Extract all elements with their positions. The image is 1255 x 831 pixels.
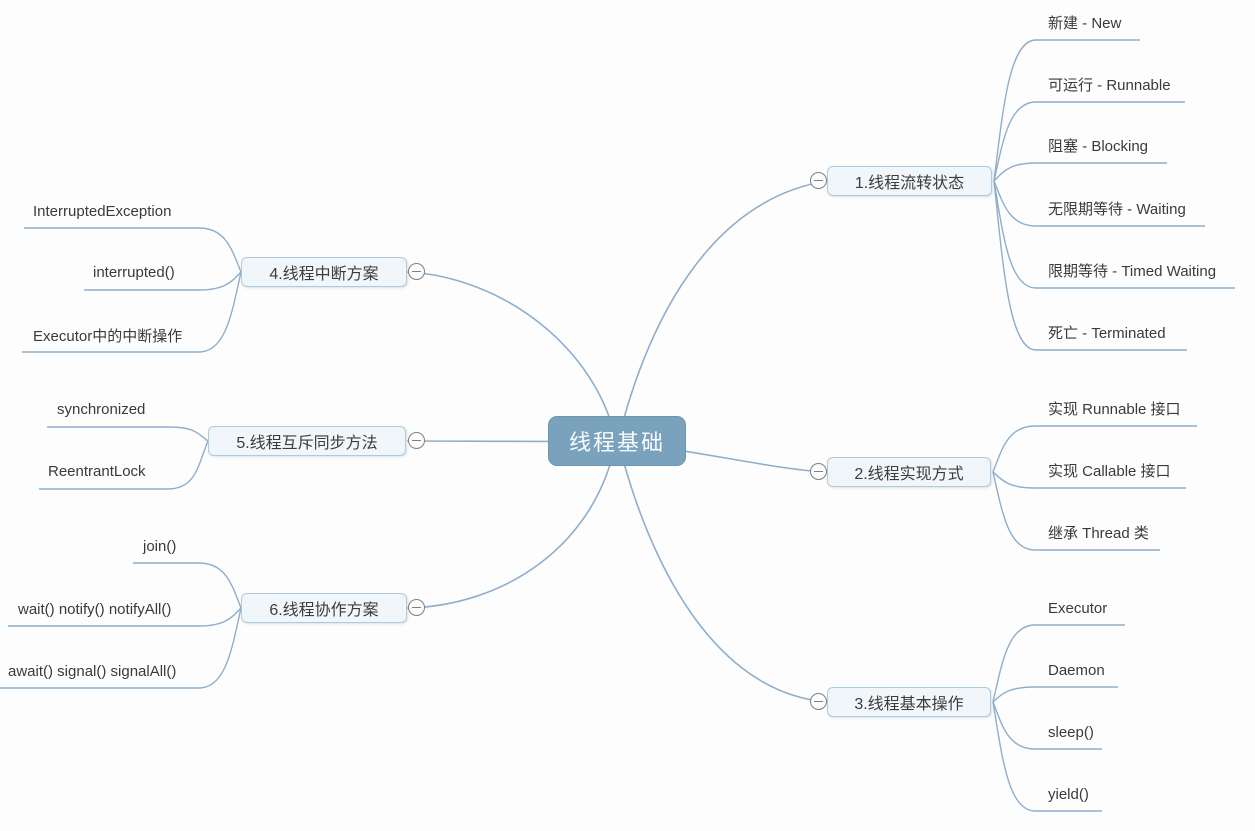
- connector-branch2-extend-thread: [992, 471, 1160, 551]
- connector-branch1-waiting: [993, 180, 1205, 227]
- central-topic[interactable]: 线程基础: [548, 416, 686, 466]
- collapse-minus-icon-branch-1[interactable]: [810, 172, 827, 189]
- collapse-minus-icon-branch-5[interactable]: [408, 432, 425, 449]
- subtopic-await-signal[interactable]: await() signal() signalAll(): [8, 663, 177, 680]
- collapse-minus-icon-branch-2[interactable]: [810, 463, 827, 480]
- connector-branch1-runnable: [993, 101, 1185, 182]
- subtopic-reentrantlock[interactable]: ReentrantLock: [48, 463, 146, 480]
- connector-branch1-terminated: [993, 180, 1187, 351]
- connector-central-branch-6: [406, 440, 617, 609]
- connector-branch1-new: [993, 39, 1140, 182]
- collapse-minus-icon-branch-3[interactable]: [810, 693, 827, 710]
- connector-branch3-yield: [992, 701, 1102, 812]
- subtopic-daemon[interactable]: Daemon: [1048, 662, 1105, 679]
- connector-branch3-daemon: [992, 686, 1118, 703]
- subtopic-yield[interactable]: yield(): [1048, 786, 1089, 803]
- subtopic-interrupted[interactable]: interrupted(): [93, 264, 175, 281]
- connector-branch3-sleep: [992, 701, 1102, 750]
- collapse-minus-icon-branch-4[interactable]: [408, 263, 425, 280]
- connector-branch6-wait-notify: [8, 607, 242, 627]
- subtopic-join[interactable]: join(): [143, 538, 177, 555]
- connector-central-branch-3: [617, 440, 828, 703]
- connector-central-branch-1: [617, 180, 828, 442]
- connector-branch4-executor-interrupt: [22, 271, 242, 353]
- connector-branch2-callable-interface: [992, 471, 1186, 489]
- connector-branch2-runnable-interface: [992, 425, 1197, 473]
- branch-topic-1[interactable]: 1.线程流转状态: [827, 166, 992, 196]
- subtopic-waiting[interactable]: 无限期等待 - Waiting: [1048, 201, 1186, 218]
- subtopic-runnable-state[interactable]: 可运行 - Runnable: [1048, 77, 1171, 94]
- subtopic-terminated[interactable]: 死亡 - Terminated: [1048, 325, 1166, 342]
- branch-topic-5[interactable]: 5.线程互斥同步方法: [208, 426, 406, 456]
- subtopic-new[interactable]: 新建 - New: [1048, 15, 1122, 32]
- branch-topic-3[interactable]: 3.线程基本操作: [827, 687, 991, 717]
- connector-branch4-interruptedexception: [24, 227, 242, 273]
- collapse-minus-icon-branch-6[interactable]: [408, 599, 425, 616]
- connector-branch4-interrupted: [84, 271, 242, 291]
- subtopic-implement-runnable[interactable]: 实现 Runnable 接口: [1048, 401, 1181, 418]
- subtopic-synchronized[interactable]: synchronized: [57, 401, 146, 418]
- subtopic-implement-callable[interactable]: 实现 Callable 接口: [1048, 463, 1171, 480]
- subtopic-blocking[interactable]: 阻塞 - Blocking: [1048, 138, 1149, 155]
- connector-branch1-blocking: [993, 162, 1167, 182]
- connector-central-branch-4: [406, 271, 617, 442]
- branch-topic-2[interactable]: 2.线程实现方式: [827, 457, 991, 487]
- connector-branch6-join: [133, 562, 242, 609]
- branch-topic-4[interactable]: 4.线程中断方案: [241, 257, 407, 287]
- subtopic-timed-waiting[interactable]: 限期等待 - Timed Waiting: [1048, 263, 1217, 280]
- connector-branch5-reentrantlock: [39, 440, 209, 490]
- subtopic-executor-interrupt[interactable]: Executor中的中断操作: [33, 328, 183, 345]
- connector-branch1-timed-waiting: [993, 180, 1235, 289]
- subtopic-interruptedexception[interactable]: InterruptedException: [33, 203, 172, 220]
- subtopic-wait-notify[interactable]: wait() notify() notifyAll(): [18, 601, 172, 618]
- subtopic-extend-thread[interactable]: 继承 Thread 类: [1048, 525, 1149, 542]
- connector-branch5-synchronized: [47, 426, 209, 442]
- subtopic-executor[interactable]: Executor: [1048, 600, 1108, 617]
- connector-branch6-await-signal: [0, 607, 242, 689]
- subtopic-sleep[interactable]: sleep(): [1048, 724, 1094, 741]
- branch-topic-6[interactable]: 6.线程协作方案: [241, 593, 407, 623]
- connector-branch3-executor: [992, 624, 1125, 703]
